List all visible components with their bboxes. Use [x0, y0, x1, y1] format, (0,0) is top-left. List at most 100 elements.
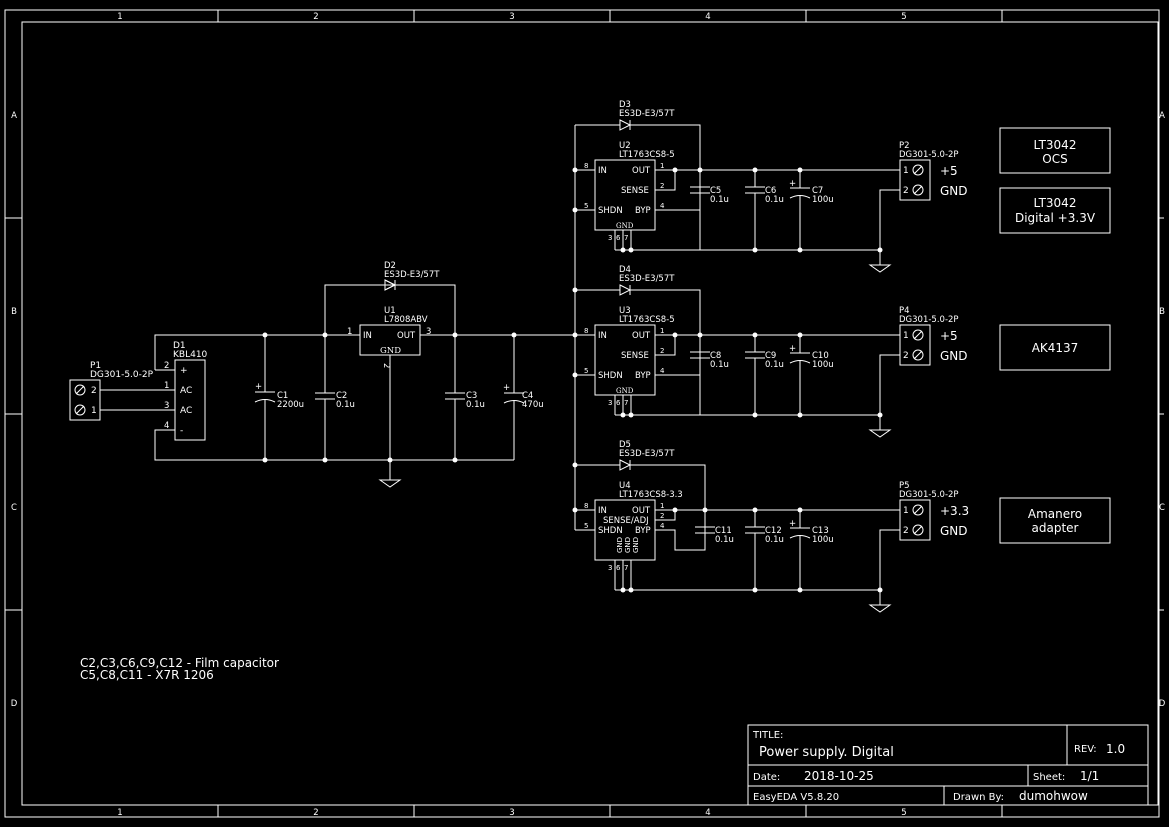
svg-text:DG301-5.0-2P: DG301-5.0-2P	[899, 490, 959, 500]
frame-col-1-top: 1	[117, 12, 122, 22]
tool-version: EasyEDA V5.8.20	[753, 792, 839, 803]
d1-value: KBL410	[173, 350, 208, 360]
svg-text:U3: U3	[619, 306, 631, 316]
d3-ref: D3	[619, 100, 631, 110]
svg-text:2: 2	[660, 347, 664, 355]
d1-plus: +	[180, 366, 188, 376]
p1-pin-1: 1	[91, 406, 97, 416]
c2-value: 0.1u	[336, 400, 355, 410]
c1-value: 2200u	[277, 400, 304, 410]
frame-col-4-top: 4	[705, 12, 710, 22]
block-amanero: Amanero adapter	[999, 497, 1111, 544]
u1-pin-out: 3	[426, 327, 431, 337]
svg-text:0.1u: 0.1u	[765, 360, 784, 370]
connector-p2[interactable]: 1 2 P2 DG301-5.0-2P +5 GND	[899, 141, 968, 201]
svg-text:6: 6	[616, 564, 621, 572]
frame-row-a-right: A	[1159, 111, 1165, 121]
svg-text:OCS: OCS	[1042, 152, 1067, 166]
connector-p4[interactable]: 1 2 P4 DG301-5.0-2P +5 GND	[899, 306, 968, 366]
u1-pin-gnd: 2	[381, 363, 391, 368]
connector-p1[interactable]: 2 1 P1 DG301-5.0-2P	[69, 361, 154, 421]
sheet-frame: 1 2 3 4 5 1 2 3 4 5 A B C D A B C D	[4, 9, 1166, 818]
svg-text:+: +	[789, 344, 796, 354]
svg-text:3: 3	[608, 234, 612, 242]
frame-col-2-bottom: 2	[313, 808, 318, 818]
frame-row-a-left: A	[11, 111, 17, 121]
capacitor-c4[interactable]: + C4 470u	[503, 335, 544, 460]
svg-text:SHDN: SHDN	[598, 526, 623, 536]
date-value: 2018-10-25	[804, 769, 874, 783]
junction-dots-1	[262, 332, 517, 463]
svg-text:+: +	[503, 383, 510, 393]
svg-text:C5: C5	[710, 186, 721, 196]
capacitor-c13[interactable]: + C13 100u	[789, 510, 834, 590]
capacitor-c5[interactable]: C5 0.1u	[690, 186, 729, 250]
svg-text:C8: C8	[710, 351, 721, 361]
svg-text:7: 7	[624, 564, 628, 572]
frame-col-5-top: 5	[901, 12, 906, 22]
frame-col-5-bottom: 5	[901, 808, 906, 818]
svg-text:4: 4	[660, 522, 665, 530]
capacitor-c1[interactable]: + C1 2200u	[254, 335, 304, 460]
svg-text:P2: P2	[899, 141, 910, 151]
rev-label: REV:	[1074, 744, 1097, 755]
svg-text:DG301-5.0-2P: DG301-5.0-2P	[899, 150, 959, 160]
frame-ticks	[5, 10, 1164, 817]
svg-text:IN: IN	[598, 506, 607, 516]
svg-text:+5: +5	[940, 329, 958, 343]
frame-col-2-top: 2	[313, 12, 318, 22]
capacitor-c3[interactable]: C3 0.1u	[445, 335, 485, 460]
frame-row-d-right: D	[1159, 699, 1166, 709]
frame-row-c-right: C	[1159, 503, 1165, 513]
note-line-2: C5,C8,C11 - X7R 1206	[80, 668, 214, 682]
svg-text:SENSE/ADJ: SENSE/ADJ	[603, 516, 649, 526]
svg-text:2: 2	[903, 351, 909, 361]
svg-text:1: 1	[903, 506, 909, 516]
svg-text:DG301-5.0-2P: DG301-5.0-2P	[899, 315, 959, 325]
svg-text:SENSE: SENSE	[621, 186, 649, 196]
capacitor-c11[interactable]: C11 0.1u	[695, 526, 734, 545]
svg-text:C7: C7	[812, 186, 823, 196]
notes: C2,C3,C6,C9,C12 - Film capacitor C5,C8,C…	[80, 656, 279, 682]
frame-row-b-right: B	[1159, 307, 1165, 317]
svg-text:100u: 100u	[812, 360, 834, 370]
svg-text:2: 2	[660, 512, 664, 520]
diode-d2[interactable]: D2 ES3D-E3/57T	[384, 261, 440, 291]
svg-text:5: 5	[584, 367, 588, 375]
svg-text:+3.3: +3.3	[940, 504, 969, 518]
sheet-label: Sheet:	[1033, 772, 1065, 783]
date-label: Date:	[753, 772, 780, 783]
capacitor-c9[interactable]: C9 0.1u	[745, 335, 784, 415]
connector-p5[interactable]: 1 2 P5 DG301-5.0-2P +3.3 GND	[899, 481, 969, 541]
d3-value: ES3D-E3/57T	[619, 109, 675, 119]
u1-pin-in: 1	[347, 327, 352, 337]
title-label: TITLE:	[752, 730, 783, 741]
svg-text:0.1u: 0.1u	[765, 535, 784, 545]
svg-text:P5: P5	[899, 481, 910, 491]
svg-text:OUT: OUT	[632, 331, 651, 341]
bridge-d1[interactable]: D1 KBL410 + AC AC - 2 1 3 4	[164, 341, 208, 441]
frame-row-b-left: B	[11, 307, 17, 317]
capacitor-c10[interactable]: + C10 100u	[789, 335, 834, 415]
svg-text:8: 8	[584, 502, 588, 510]
svg-text:GND: GND	[616, 222, 634, 230]
svg-text:SHDN: SHDN	[598, 371, 623, 381]
svg-text:BYP: BYP	[635, 526, 651, 536]
u2-ref: U2	[619, 141, 631, 151]
capacitor-c2[interactable]: C2 0.1u	[315, 335, 355, 460]
svg-text:0.1u: 0.1u	[765, 195, 784, 205]
drawn-by: dumohwow	[1019, 789, 1088, 803]
p1-pin-2: 2	[91, 386, 97, 396]
svg-text:SENSE: SENSE	[621, 351, 649, 361]
svg-text:P4: P4	[899, 306, 910, 316]
svg-text:1: 1	[903, 331, 909, 341]
svg-text:3: 3	[608, 399, 612, 407]
svg-text:IN: IN	[598, 331, 607, 341]
svg-text:LT1763CS8-3.3: LT1763CS8-3.3	[619, 490, 683, 500]
capacitor-c8[interactable]: C8 0.1u	[690, 351, 729, 415]
sheet-value: 1/1	[1080, 769, 1099, 783]
capacitor-c12[interactable]: C12 0.1u	[745, 510, 784, 590]
svg-text:ES3D-E3/57T: ES3D-E3/57T	[619, 449, 675, 459]
capacitor-c6[interactable]: C6 0.1u	[745, 170, 784, 250]
capacitor-c7[interactable]: + C7 100u	[789, 170, 834, 250]
